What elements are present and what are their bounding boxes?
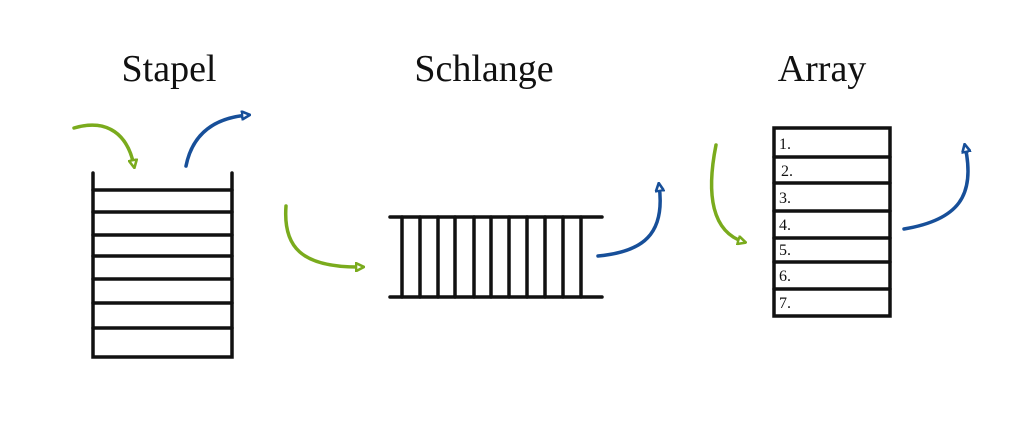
array-slot-labels: 1. 2. 3. 4. 5. 6. 7. <box>779 136 793 312</box>
array-title: Array <box>777 48 867 90</box>
queue-title: Schlange <box>414 48 554 90</box>
stack-container <box>91 171 234 359</box>
array-slot-label: 3. <box>779 190 791 207</box>
array-slot-label: 5. <box>779 242 791 259</box>
array-read-arrow <box>902 146 968 231</box>
stack-structure <box>91 171 234 359</box>
stack-push-arrow <box>72 123 134 166</box>
queue-structure <box>388 215 604 299</box>
array-insert-arrow <box>709 143 744 242</box>
queue-enqueue-arrow <box>283 204 362 267</box>
array-slot-label: 2. <box>781 163 793 180</box>
stack-title: Stapel <box>121 48 217 90</box>
queue-dequeue-arrow <box>596 185 660 258</box>
array-container <box>772 126 892 318</box>
array-slot-label: 4. <box>779 217 791 234</box>
array-structure <box>772 126 892 318</box>
stack-pop-arrow <box>184 115 248 168</box>
array-slot-label: 7. <box>779 295 791 312</box>
array-slot-label: 1. <box>779 136 791 153</box>
array-slot-label: 6. <box>779 268 791 285</box>
